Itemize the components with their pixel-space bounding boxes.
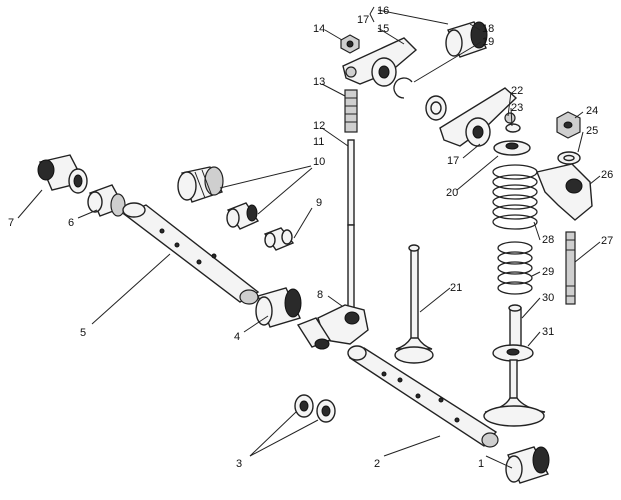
part-3-bushings — [294, 394, 336, 423]
label-24: 24 — [586, 105, 598, 117]
label-10: 10 — [313, 156, 325, 168]
part-8-rocker-bracket — [317, 304, 369, 345]
part-26-rocker-bracket — [536, 163, 593, 221]
part-10-bushing — [226, 202, 260, 230]
label-7: 7 — [8, 217, 14, 229]
label-9: 9 — [316, 197, 322, 209]
label-17-top: 17 — [357, 14, 369, 26]
label-5: 5 — [80, 327, 86, 339]
label-23: 23 — [511, 102, 523, 114]
label-25: 25 — [586, 125, 598, 137]
label-17: 17 — [447, 155, 459, 167]
label-21: 21 — [450, 282, 462, 294]
label-20: 20 — [446, 187, 458, 199]
part-4-bushing — [255, 287, 332, 350]
part-11-bushing — [177, 166, 224, 203]
part-1-bushing — [505, 446, 550, 484]
label-11: 11 — [313, 136, 324, 148]
part-18-washer — [425, 95, 447, 121]
label-12: 12 — [313, 120, 325, 132]
part-exhaust-valve — [483, 359, 546, 427]
part-22-tip — [504, 112, 516, 124]
part-29-inner-spring — [497, 241, 533, 295]
part-23-collar — [505, 123, 521, 133]
part-24-nut — [556, 111, 581, 139]
label-29: 29 — [542, 266, 554, 278]
part-16-bushing — [445, 21, 488, 58]
label-16: 16 — [377, 5, 389, 17]
label-14: 14 — [313, 23, 325, 35]
label-13: 13 — [313, 76, 325, 88]
label-26: 26 — [601, 169, 613, 181]
part-9-pin — [263, 227, 295, 251]
part-13-adjusting-screw — [344, 89, 358, 133]
label-18: 18 — [482, 23, 494, 35]
label-19: 19 — [482, 36, 494, 48]
part-7-bushing — [37, 154, 88, 194]
part-31-seal-washer — [492, 344, 534, 362]
part-12-push-rod — [347, 139, 355, 316]
label-30: 30 — [542, 292, 554, 304]
part-21-intake-valve — [394, 244, 434, 364]
part-19-spring-clip — [393, 77, 413, 99]
label-27: 27 — [601, 235, 613, 247]
part-28-outer-spring — [492, 164, 538, 230]
label-8: 8 — [317, 289, 323, 301]
part-14-nut — [340, 34, 360, 54]
label-1: 1 — [478, 458, 484, 470]
part-15-rocker-arm — [342, 37, 418, 87]
part-5-rocker-shaft — [122, 202, 260, 305]
label-22: 22 — [511, 85, 523, 97]
part-30-valve-guide — [508, 304, 522, 349]
label-15: 15 — [377, 23, 389, 35]
part-25-washer — [557, 151, 581, 165]
label-2: 2 — [374, 458, 380, 470]
callout-labels: 1 2 3 4 5 6 7 8 9 10 11 12 13 14 15 16 1… — [8, 5, 613, 470]
label-4: 4 — [234, 331, 240, 343]
part-20-spring-retainer — [493, 140, 531, 156]
part-2-rocker-shaft — [347, 345, 499, 448]
label-6: 6 — [68, 217, 74, 229]
label-3: 3 — [236, 458, 242, 470]
label-31: 31 — [542, 326, 554, 338]
part-17-rocker-arm-right — [439, 87, 518, 147]
leader-lines — [17, 6, 601, 469]
part-27-stud — [565, 231, 576, 305]
label-28: 28 — [542, 234, 554, 246]
